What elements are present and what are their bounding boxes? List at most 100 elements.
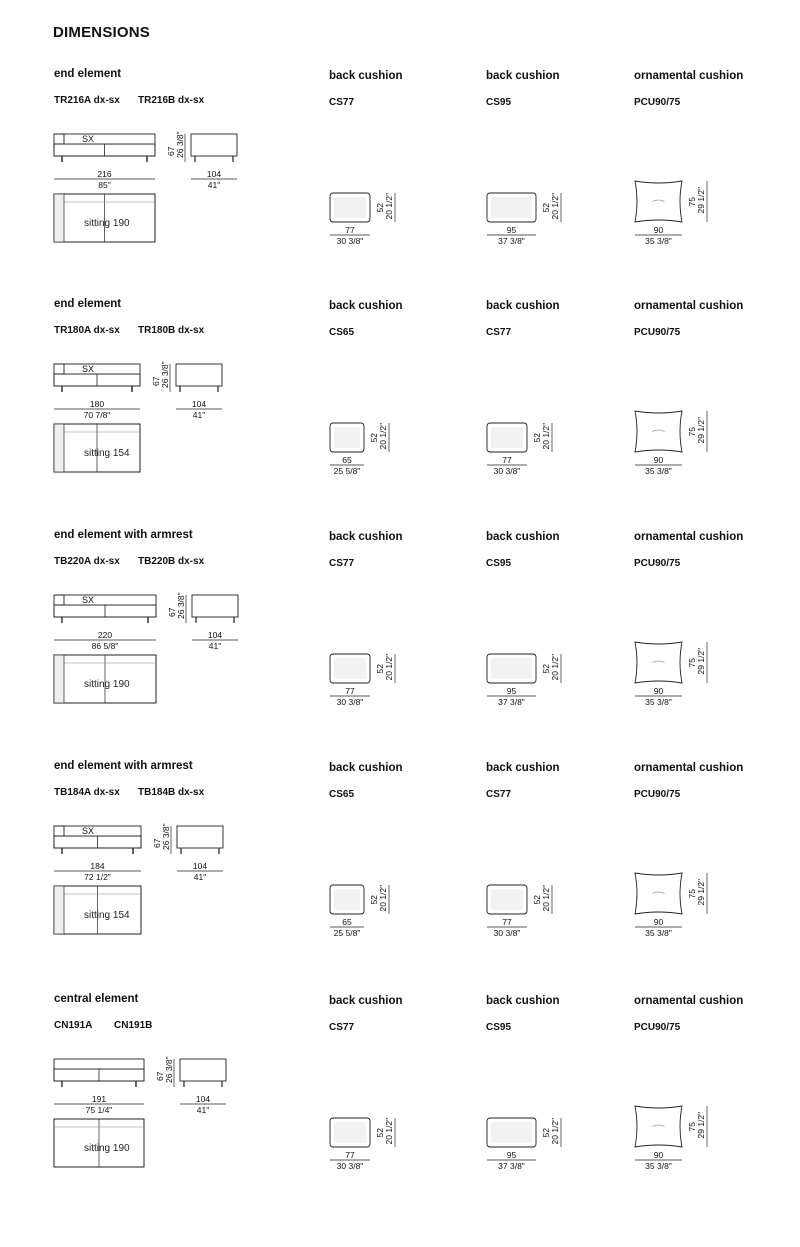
cushion-width-inches: 35 3/8": [645, 928, 672, 938]
cushion-height-inches: 20 1/2": [378, 423, 388, 450]
cushion-shape: [634, 410, 683, 453]
width-inches: 85": [98, 180, 110, 190]
cushion-code: CS95: [486, 97, 512, 108]
cushion-label: back cushion: [329, 531, 403, 543]
cushion-label: ornamental cushion: [634, 70, 744, 82]
cushion-width: 95: [507, 1150, 517, 1160]
cushion-height: 75: [687, 1122, 697, 1132]
cushion-width: 65: [342, 455, 352, 465]
element-code: TR216B dx-sx: [138, 95, 205, 106]
element-code: CN191A: [54, 1020, 93, 1031]
element-label: end element with armrest: [54, 529, 193, 541]
cushion-shape: [634, 1105, 683, 1148]
depth-value: 104: [208, 630, 222, 640]
cushion-label: ornamental cushion: [634, 300, 744, 312]
cushion-label: back cushion: [486, 300, 560, 312]
cushion-width: 90: [654, 1150, 664, 1160]
element-label: end element: [54, 68, 122, 80]
cushion-code: PCU90/75: [634, 789, 681, 800]
element-label: end element: [54, 298, 122, 310]
cushion-width: 95: [507, 686, 517, 696]
element-code: TB184B dx-sx: [138, 787, 205, 798]
cushion-code: CS77: [329, 558, 355, 569]
cushion-height: 52: [541, 664, 551, 674]
cushion-height: 52: [541, 1128, 551, 1138]
cushion-width-inches: 30 3/8": [494, 466, 521, 476]
element-label: end element with armrest: [54, 760, 193, 772]
cushion-height: 52: [375, 1128, 385, 1138]
cushion-width-inches: 30 3/8": [337, 236, 364, 246]
cushion-width: 90: [654, 917, 664, 927]
cushion-shape: [634, 180, 683, 223]
cushion-label: ornamental cushion: [634, 762, 744, 774]
height-inches: 26 3/8": [160, 361, 170, 388]
height-inches: 26 3/8": [176, 592, 186, 619]
width-inches: 86 5/8": [92, 641, 119, 651]
cushion-height-inches: 29 1/2": [696, 417, 706, 444]
cushion-height: 52: [541, 203, 551, 213]
depth-inches: 41": [209, 641, 221, 651]
cushion-width-inches: 35 3/8": [645, 1161, 672, 1171]
cushion-code: CS95: [486, 558, 512, 569]
sofa-back: [63, 133, 156, 145]
cushion-code: CS77: [486, 327, 512, 338]
width-inches: 72 1/2": [84, 872, 111, 882]
cushion-width-inches: 30 3/8": [337, 1161, 364, 1171]
cushion-width: 77: [345, 686, 355, 696]
cushion-code: PCU90/75: [634, 1022, 681, 1033]
side-label: SX: [82, 134, 94, 144]
cushion-code: PCU90/75: [634, 327, 681, 338]
side-label: SX: [82, 364, 94, 374]
cushion-height-inches: 29 1/2": [696, 187, 706, 214]
cushion-height: 75: [687, 427, 697, 437]
sofa-back: [63, 594, 157, 606]
cushion-label: ornamental cushion: [634, 531, 744, 543]
depth-inches: 41": [194, 872, 206, 882]
width-value: 216: [97, 169, 111, 179]
cushion-width: 90: [654, 455, 664, 465]
element-label: central element: [54, 993, 139, 1005]
width-value: 184: [90, 861, 104, 871]
element-code: TR180B dx-sx: [138, 325, 205, 336]
cushion-width-inches: 35 3/8": [645, 466, 672, 476]
cushion-label: back cushion: [486, 762, 560, 774]
cushion-label: back cushion: [486, 995, 560, 1007]
side-label: SX: [82, 826, 94, 836]
sitting-label: sitting 154: [84, 448, 130, 459]
sofa-back: [63, 363, 141, 375]
cushion-label: back cushion: [329, 995, 403, 1007]
height-value: 67: [151, 376, 161, 386]
cushion-width-inches: 25 5/8": [334, 466, 361, 476]
cushion-label: back cushion: [329, 300, 403, 312]
sofa-back: [53, 1058, 145, 1070]
cushion-height: 52: [532, 433, 542, 443]
element-code: CN191B: [114, 1020, 153, 1031]
depth-inches: 41": [208, 180, 220, 190]
cushion-code: CS95: [486, 1022, 512, 1033]
cushion-height: 52: [375, 664, 385, 674]
cushion-height: 52: [375, 203, 385, 213]
height-value: 67: [166, 146, 176, 156]
cushion-width: 77: [502, 917, 512, 927]
cushion-width: 65: [342, 917, 352, 927]
width-inches: 70 7/8": [84, 410, 111, 420]
cushion-height: 52: [369, 895, 379, 905]
cushion-width-inches: 35 3/8": [645, 697, 672, 707]
cushion-height-inches: 29 1/2": [696, 648, 706, 675]
height-value: 67: [167, 607, 177, 617]
height-value: 67: [152, 838, 162, 848]
cushion-label: back cushion: [329, 70, 403, 82]
cushion-height-inches: 20 1/2": [384, 1118, 394, 1145]
height-inches: 26 3/8": [175, 131, 185, 158]
